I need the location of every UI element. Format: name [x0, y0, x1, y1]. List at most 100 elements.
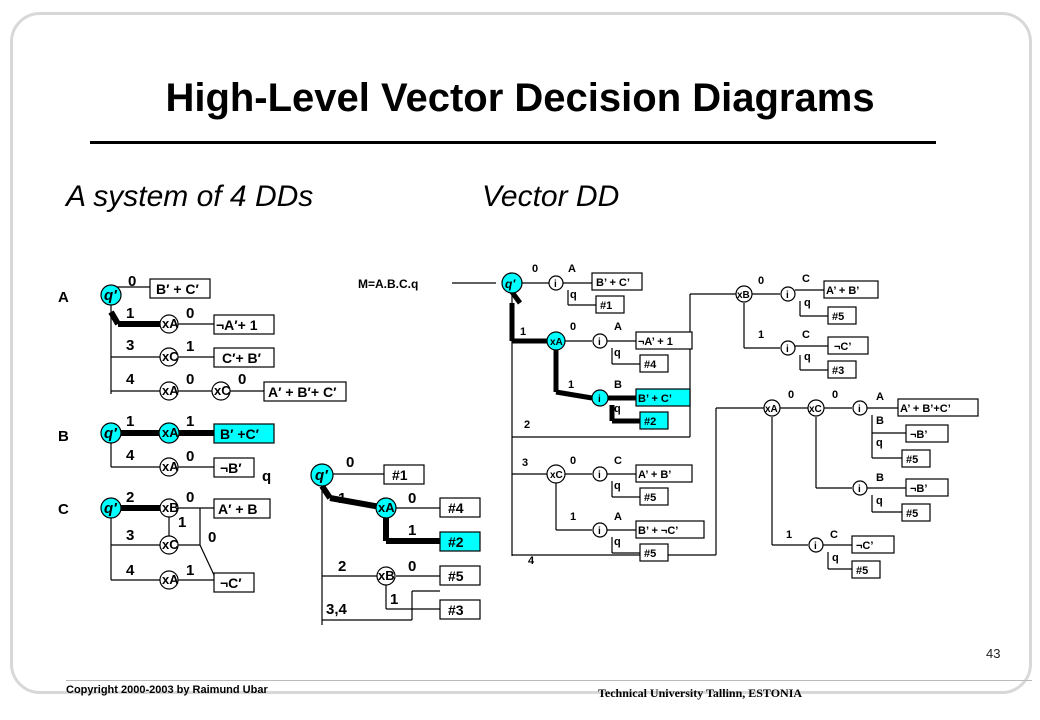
- dd-q-leaf-1: [439, 497, 481, 518]
- vector-dd-group-4: i C q A’ + B’ #5: [592, 455, 693, 506]
- slide-title: High-Level Vector Decision Diagrams: [165, 76, 875, 120]
- dd-a-leaf-2: [213, 347, 275, 368]
- svg-text:0: 0: [570, 455, 576, 467]
- dd-q-label: q: [262, 468, 271, 485]
- dd-c-label: C: [58, 501, 69, 518]
- dd-c-node-xb: [159, 498, 179, 518]
- svg-text:xA: xA: [162, 459, 179, 474]
- svg-text:xA: xA: [162, 316, 179, 331]
- svg-text:¬B’: ¬B’: [910, 483, 927, 495]
- dd-q-leaf-4: [439, 599, 481, 620]
- dd-b-leaf-1: [213, 457, 255, 478]
- vector-dd-node-xb: [735, 285, 753, 303]
- svg-text:4: 4: [528, 555, 535, 567]
- svg-text:0: 0: [758, 275, 764, 287]
- svg-text:1: 1: [408, 522, 416, 539]
- svg-text:i: i: [858, 484, 861, 495]
- svg-text:B’ + C’: B’ + C’: [596, 277, 630, 289]
- svg-text:q: q: [876, 495, 883, 507]
- svg-text:q: q: [832, 552, 839, 564]
- dd-b-edge-0: 1: [126, 413, 134, 430]
- svg-text:2: 2: [524, 419, 530, 431]
- svg-text:q: q: [804, 297, 811, 309]
- svg-text:B: B: [876, 472, 884, 484]
- svg-text:0: 0: [570, 321, 576, 333]
- dd-a-edge-2: 0: [186, 305, 194, 322]
- dd-c-leaf-1: [213, 572, 255, 593]
- svg-text:#5: #5: [644, 492, 656, 504]
- dd-a-node-xc: [159, 347, 179, 367]
- vector-dd-node-xa: [546, 331, 566, 351]
- vector-dd-group-1: i A q B’ + C’ #1: [548, 263, 643, 314]
- svg-text:xA: xA: [550, 337, 563, 348]
- svg-text:q′: q′: [505, 277, 516, 291]
- dd-a-leaf-1: [213, 314, 275, 335]
- svg-text:#5: #5: [856, 565, 868, 577]
- dd-c-edge-5: 4: [126, 562, 135, 579]
- dd-a-edge-3: 3: [126, 337, 134, 354]
- svg-text:A: A: [614, 511, 622, 523]
- svg-text:1: 1: [338, 490, 346, 507]
- svg-text:¬C’: ¬C’: [856, 540, 873, 552]
- svg-text:i: i: [814, 541, 817, 552]
- svg-text:C: C: [614, 455, 622, 467]
- svg-text:q: q: [570, 289, 577, 301]
- vector-dd-node-xa-2: [763, 399, 781, 417]
- dd-b-edge-2: 4: [126, 447, 135, 464]
- svg-text:i: i: [598, 394, 601, 405]
- dd-b-label: B: [58, 428, 69, 445]
- dd-a-edge-7: 0: [238, 371, 246, 388]
- svg-text:2: 2: [338, 558, 346, 575]
- vector-dd-group-7: i C q ¬C’ #3: [780, 329, 869, 379]
- svg-text:C: C: [802, 273, 810, 285]
- dd-b-node-xa: [158, 422, 180, 444]
- svg-text:B’ + C’: B’ + C’: [638, 393, 672, 405]
- dd-a-edge-0: 0: [128, 273, 136, 290]
- dd-a-edge-5: 4: [126, 371, 135, 388]
- svg-text:A’ + B’: A’ + B’: [638, 469, 671, 481]
- dd-a-leaf-0: [149, 278, 211, 299]
- dd-c: C q′ 2 0 1 3 0 4 1 xB xC xA A′ + B ¬C′: [58, 489, 271, 593]
- university-text: Technical University Tallinn, ESTONIA: [598, 686, 803, 700]
- svg-text:#5: #5: [448, 568, 464, 584]
- svg-text:3: 3: [522, 457, 528, 469]
- svg-text:q′: q′: [104, 425, 118, 442]
- svg-text:A: A: [876, 391, 884, 403]
- svg-text:1: 1: [786, 529, 792, 541]
- svg-text:q: q: [876, 437, 883, 449]
- dd-c-node-xc: [159, 535, 179, 555]
- dd-a: A q′ 0 1 0 3 1 4 0 0 xA xC xA xC B′ + C: [58, 273, 347, 402]
- vector-dd-group-8: i A B q A’ + B’+C’ ¬B’ #5: [852, 391, 979, 468]
- svg-text:i: i: [554, 279, 557, 290]
- svg-text:#5: #5: [832, 311, 844, 323]
- dd-a-root: [100, 284, 122, 306]
- svg-text:B′ +C′: B′ +C′: [220, 426, 260, 442]
- vector-dd-group-3: i B q B’ + C’ #2: [591, 379, 691, 430]
- vector-dd-node-xc: [546, 464, 566, 484]
- svg-text:xA: xA: [162, 383, 179, 398]
- dd-b-edge-1: 1: [186, 413, 194, 430]
- svg-text:¬A′+ 1: ¬A′+ 1: [216, 317, 258, 333]
- svg-text:#3: #3: [448, 602, 464, 618]
- dd-b-node-xa-2: [159, 457, 179, 477]
- vector-dd-node-xc-2: [807, 399, 825, 417]
- svg-text:xC: xC: [162, 537, 179, 552]
- svg-text:1: 1: [570, 511, 576, 523]
- dd-b: B q′ 1 1 4 0 xA xA B′ +C′ ¬B′: [58, 413, 275, 478]
- dd-a-edge-1: 1: [126, 305, 134, 322]
- svg-text:A: A: [614, 321, 622, 333]
- dd-c-edge-1: 0: [186, 489, 194, 506]
- svg-text:q′: q′: [315, 467, 329, 484]
- svg-text:0: 0: [788, 389, 794, 401]
- dd-c-node-xa: [159, 570, 179, 590]
- svg-text:¬B’: ¬B’: [910, 429, 927, 441]
- vector-dd-group-10: i C q ¬C’ #5: [808, 529, 895, 579]
- dd-q-node-xa: [375, 497, 397, 519]
- svg-text:#1: #1: [600, 300, 612, 312]
- dd-c-edge-0: 2: [126, 489, 134, 506]
- svg-text:B: B: [614, 379, 622, 391]
- svg-text:0: 0: [408, 490, 416, 507]
- subtitle-system-of-dds: A system of 4 DDs: [66, 180, 314, 213]
- dd-a-edge-6: 0: [186, 371, 194, 388]
- svg-text:1: 1: [390, 591, 398, 608]
